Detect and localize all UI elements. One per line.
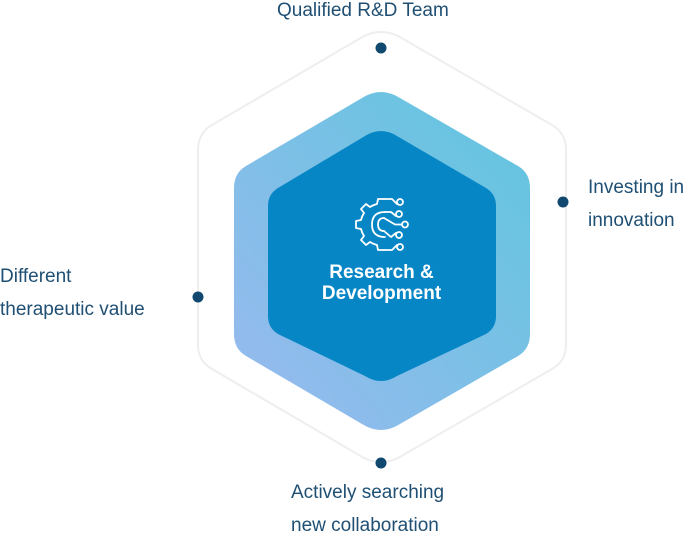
label-therapeutic-value: Different therapeutic value bbox=[0, 260, 145, 326]
outer-hexagon-outline bbox=[197, 31, 567, 463]
label-new-collaboration: Actively searching new collaboration bbox=[291, 476, 444, 542]
gear-circuit-icon bbox=[355, 198, 409, 251]
label-bottom-line2: new collaboration bbox=[291, 515, 439, 536]
label-qualified-team: Qualified R&D Team bbox=[277, 0, 449, 27]
label-right-line1: Investing in bbox=[588, 177, 685, 198]
dot-bottom bbox=[375, 457, 387, 469]
rd-hexagon-diagram bbox=[192, 31, 569, 469]
inner-hexagon bbox=[268, 131, 496, 381]
dot-right bbox=[557, 196, 569, 208]
center-title-line2: Development bbox=[321, 283, 442, 304]
center-title: Research & Development bbox=[268, 262, 495, 304]
dot-top bbox=[375, 42, 387, 54]
label-right-line2: innovation bbox=[588, 210, 675, 231]
dot-left bbox=[192, 291, 204, 303]
label-investing-innovation: Investing in innovation bbox=[588, 171, 684, 237]
label-left-line2: therapeutic value bbox=[0, 299, 145, 320]
center-title-line1: Research & bbox=[329, 262, 434, 283]
label-top-text: Qualified R&D Team bbox=[277, 0, 449, 21]
label-bottom-line1: Actively searching bbox=[291, 482, 445, 503]
label-left-line1: Different bbox=[0, 266, 72, 287]
